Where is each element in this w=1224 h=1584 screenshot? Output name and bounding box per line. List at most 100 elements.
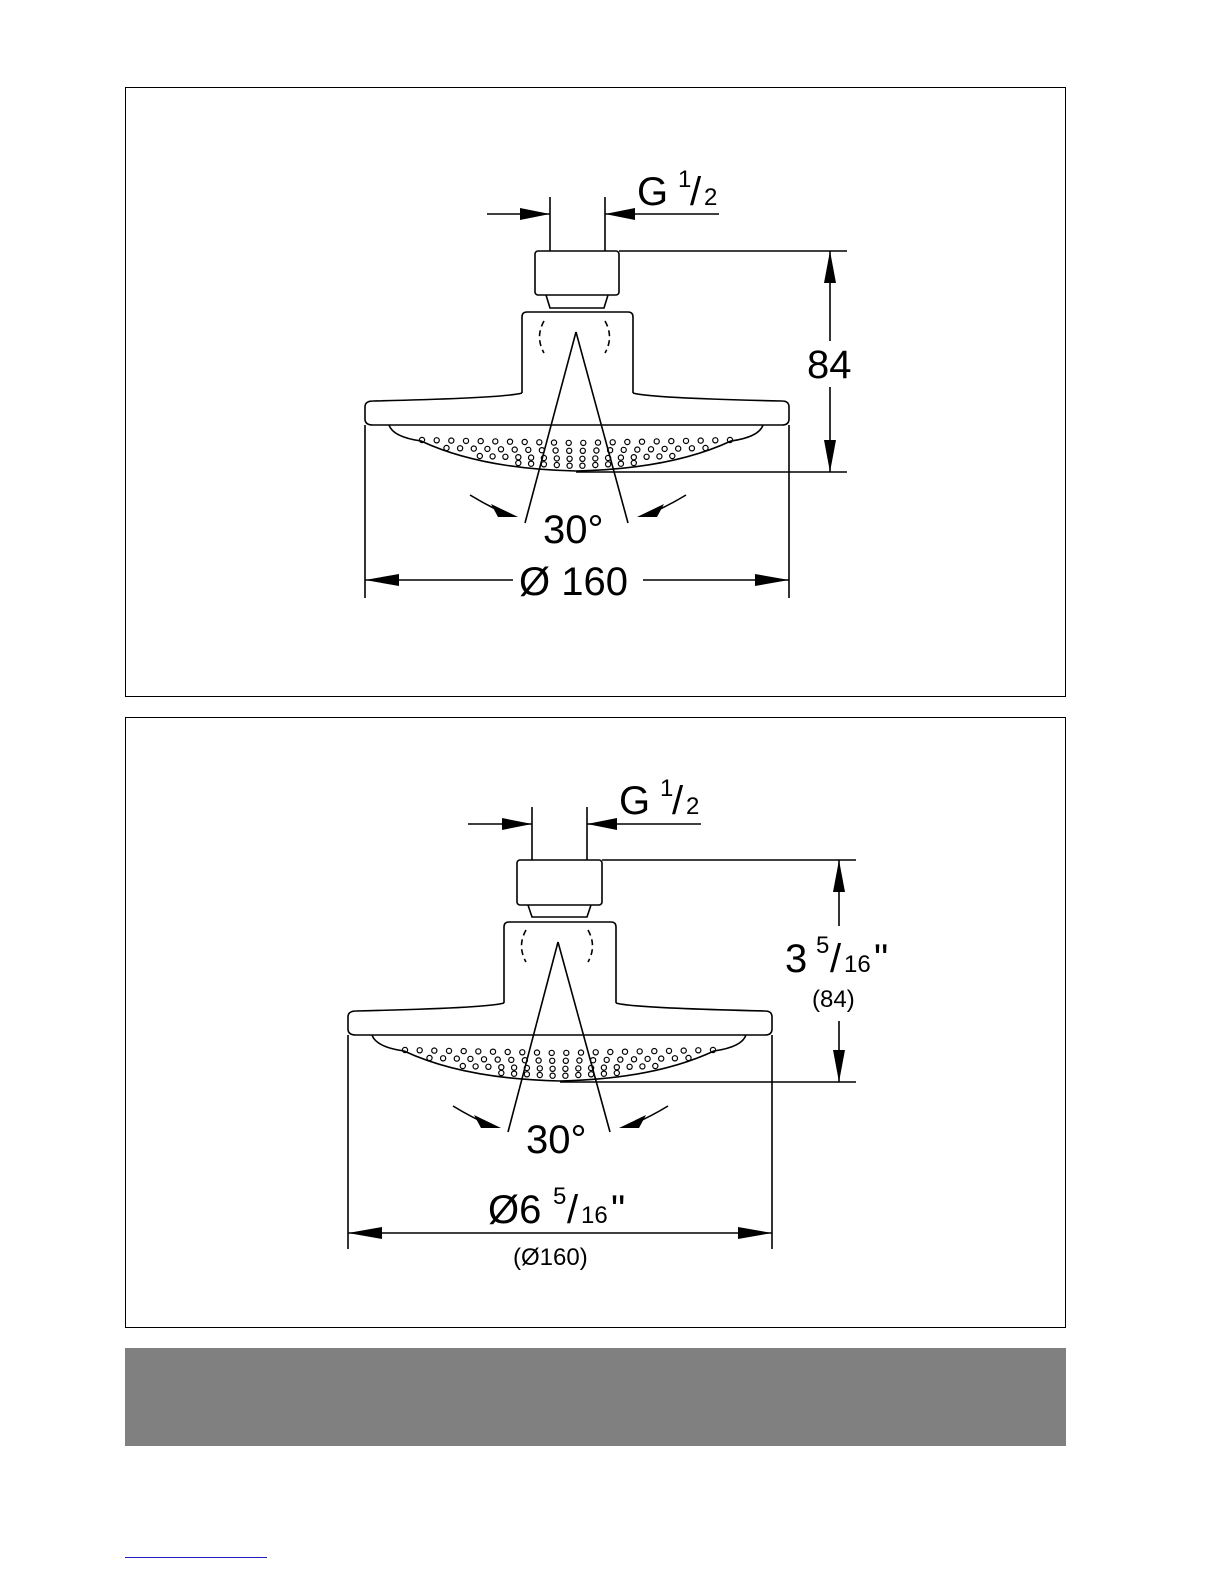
nozzle [580, 463, 585, 468]
nozzle [509, 1057, 514, 1062]
nozzle [495, 1057, 500, 1062]
nozzle [454, 1056, 459, 1061]
nozzle [672, 1056, 677, 1061]
nozzle [534, 1050, 539, 1055]
nozzle [610, 440, 615, 445]
nozzle [686, 1055, 691, 1060]
nozzle [614, 1065, 619, 1070]
nozzle [503, 454, 508, 459]
spray-angle-label: 30° [526, 1118, 587, 1162]
nozzle [564, 1050, 569, 1055]
connector-nut [535, 251, 619, 295]
nozzle [622, 1049, 627, 1054]
nozzle [644, 454, 649, 459]
nozzle [653, 1063, 658, 1068]
nozzle [441, 1056, 446, 1061]
nozzle [608, 1049, 613, 1054]
spray-nozzles [402, 1047, 715, 1078]
height-label: 84 [807, 343, 852, 387]
nozzle [654, 439, 659, 444]
nozzle [689, 446, 694, 451]
nozzle [446, 1048, 451, 1053]
spray-angle-line-left [525, 332, 576, 523]
nozzle [449, 438, 454, 443]
spray-angle-line-left [508, 942, 558, 1132]
nozzle [493, 439, 498, 444]
diameter-mm-label: (Ø160) [513, 1244, 588, 1271]
nozzle [669, 439, 674, 444]
nozzle [554, 456, 559, 461]
nozzle [511, 1065, 516, 1070]
nozzle [576, 1066, 581, 1071]
nozzle [512, 447, 517, 452]
nozzle [536, 1058, 541, 1063]
nozzle [618, 455, 623, 460]
thread-label-main: G [619, 779, 650, 823]
nozzle [563, 1058, 568, 1063]
nozzle [639, 439, 644, 444]
thread-label-slash: / [672, 779, 684, 823]
nozzle [631, 455, 636, 460]
nozzle [529, 455, 534, 460]
nozzle [637, 1049, 642, 1054]
nozzle [461, 1049, 466, 1054]
nozzle [625, 439, 630, 444]
nozzle [554, 462, 559, 467]
nozzle [516, 455, 521, 460]
height-mm-label: (84) [812, 986, 855, 1013]
nozzle [550, 1073, 555, 1078]
nozzle [481, 1057, 486, 1062]
nozzle [553, 448, 558, 453]
nozzle [640, 1064, 645, 1069]
imperial-shower-head-drawing: G 1 / 2 3 5 / 16 " (84) 30° Ø6 5 / 16 " … [126, 718, 1067, 1329]
nozzle [703, 445, 708, 450]
height-label-denominator: 16 [844, 951, 871, 978]
nozzle [581, 440, 586, 445]
nozzle [490, 454, 495, 459]
nozzle [541, 462, 546, 467]
nozzle [490, 1049, 495, 1054]
nozzle [427, 1055, 432, 1060]
stem-body [522, 312, 633, 393]
nozzle [566, 440, 571, 445]
head-face [372, 1035, 746, 1081]
nozzle [618, 1057, 623, 1062]
nozzle [601, 1065, 606, 1070]
nozzle [567, 463, 572, 468]
nozzle [604, 1057, 609, 1062]
nozzle [499, 1070, 504, 1075]
metric-drawing-panel: G 1 / 2 84 30° Ø 160 [125, 87, 1066, 697]
nozzle [524, 1072, 529, 1077]
nozzle [537, 1072, 542, 1077]
nozzle [567, 456, 572, 461]
height-label-unit: " [874, 937, 888, 981]
head-face [389, 425, 763, 471]
nozzle [551, 440, 556, 445]
imperial-drawing-panel: G 1 / 2 3 5 / 16 " (84) 30° Ø6 5 / 16 " … [125, 717, 1066, 1328]
diameter-label-unit: " [611, 1188, 625, 1232]
connector-nut [517, 860, 602, 905]
nozzle [549, 1050, 554, 1055]
diameter-label-slash: / [567, 1188, 579, 1232]
nozzle [593, 1050, 598, 1055]
nozzle [473, 1064, 478, 1069]
thread-label-denominator: 2 [704, 184, 717, 211]
nozzle [505, 1049, 510, 1054]
metric-shower-head-drawing: G 1 / 2 84 30° Ø 160 [126, 88, 1067, 698]
diameter-label: Ø 160 [519, 560, 628, 604]
nozzle [460, 1063, 465, 1068]
nozzle [698, 438, 703, 443]
nozzle [631, 460, 636, 465]
nozzle [593, 462, 598, 467]
nozzle [507, 439, 512, 444]
nozzle [713, 438, 718, 443]
nozzle [516, 460, 521, 465]
nozzle [648, 447, 653, 452]
nozzle [522, 439, 527, 444]
nozzle [576, 1072, 581, 1077]
nozzle [563, 1066, 568, 1071]
height-label-numerator: 5 [816, 932, 829, 959]
nozzle [432, 1048, 437, 1053]
diameter-label-numerator: 5 [553, 1183, 566, 1210]
nozzle [645, 1056, 650, 1061]
